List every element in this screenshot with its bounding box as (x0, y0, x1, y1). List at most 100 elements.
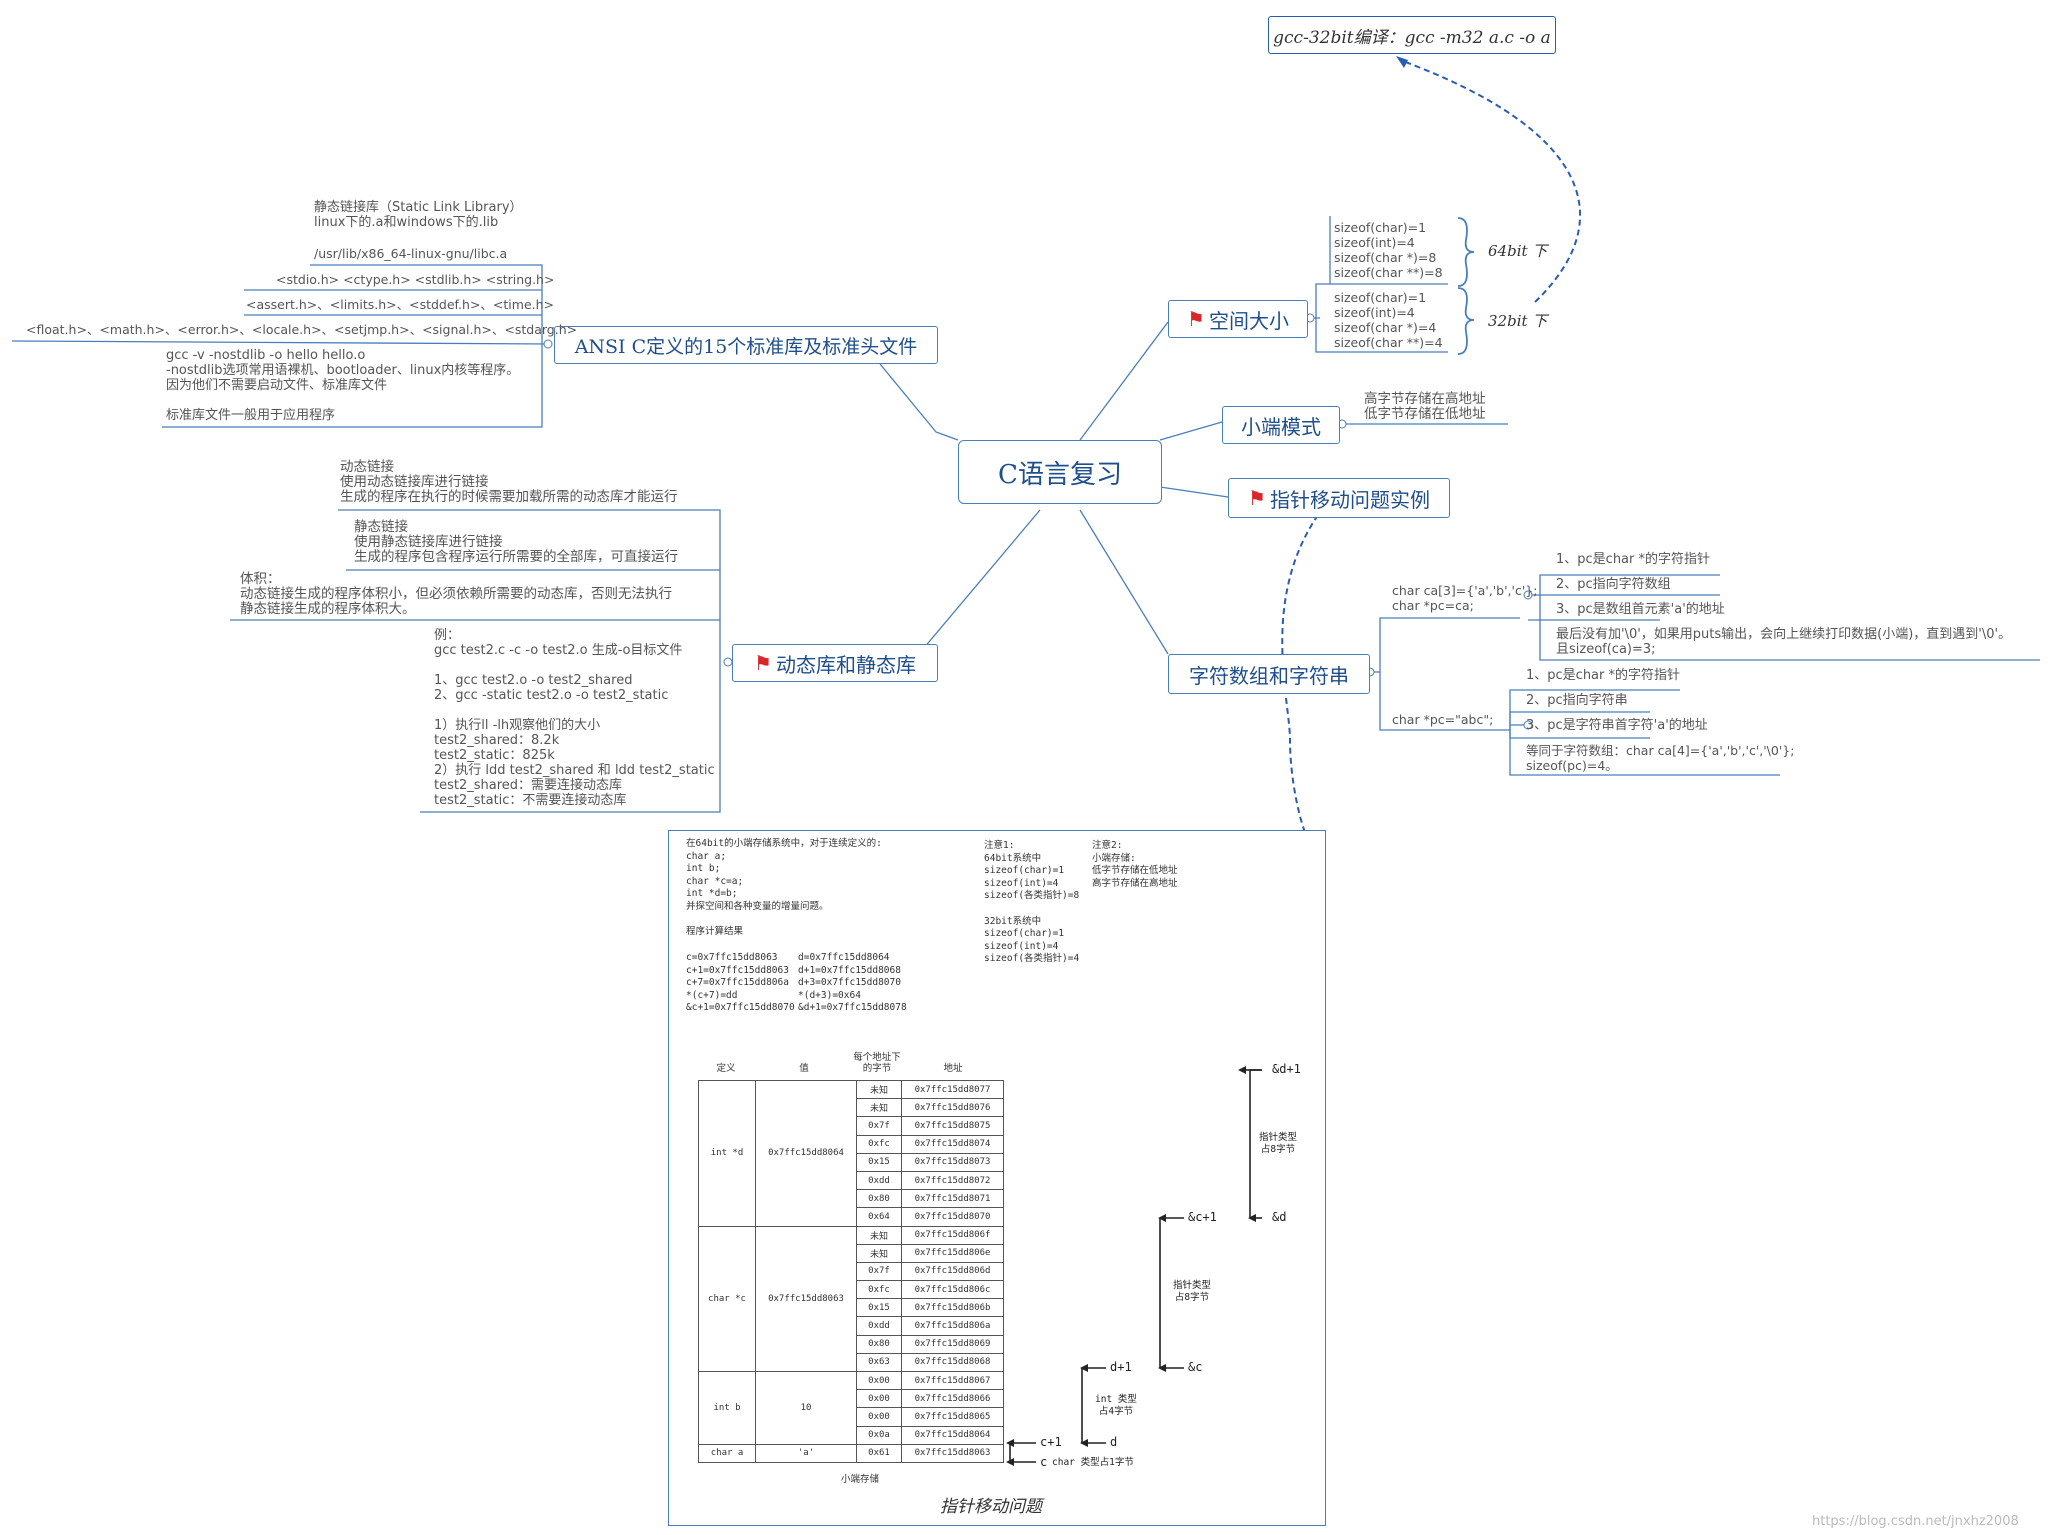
arrow-label-d-addr: &d (1272, 1210, 1287, 1224)
figure-title: 指针移动问题 (940, 1497, 1042, 1517)
cp-type-label: char 类型占1字节 (1052, 1457, 1134, 1468)
cell-address: 0x7ffc15dd806d (901, 1261, 1004, 1282)
arrow-label-cp1: c+1 (1040, 1435, 1062, 1449)
headers-line-3: <float.h>、<math.h>、<error.h>、<locale.h>、… (26, 322, 578, 337)
cell-value: 'a' (755, 1443, 857, 1463)
pc-note: 等同于字符数组：char ca[4]={'a','b','c','\0'};si… (1526, 743, 1795, 773)
example-text: 例：gcc test2.c -c -o test2.o 生成-o目标文件 1、g… (434, 628, 715, 808)
pc-declaration: char *pc="abc"; (1392, 712, 1494, 727)
label-32bit: 32bit 下 (1488, 312, 1548, 330)
dp-type-label: int 类型占4字节 (1095, 1394, 1137, 1417)
cell-value: 0x7ffc15dd8063 (755, 1225, 857, 1372)
topic-label: 空间大小 (1208, 308, 1289, 333)
flag-icon: ⚑ (1248, 486, 1266, 510)
topic-label: 小端模式 (1241, 414, 1321, 439)
headers-line-1: <stdio.h> <ctype.h> <stdlib.h> <string.h… (276, 272, 555, 287)
compile-note: gcc-32bit编译：gcc -m32 a.c -o a (1268, 16, 1556, 54)
static-lib-text: 静态链接库（Static Link Library）linux下的.a和wind… (314, 200, 523, 230)
cell-address: 0x7ffc15dd8067 (901, 1370, 1004, 1391)
cell-address: 0x7ffc15dd8063 (901, 1443, 1004, 1463)
cell-address: 0x7ffc15dd806a (901, 1316, 1004, 1336)
note-2: 注意2:小端存储:低字节存储在低地址高字节存储在高地址 (1092, 840, 1178, 889)
root-label: C语言复习 (998, 459, 1122, 490)
arrow-label-d-plus-1: &d+1 (1272, 1062, 1301, 1076)
cell-address: 0x7ffc15dd8074 (901, 1134, 1004, 1154)
pc-item-3: 3、pc是字符串首字符'a'的地址 (1526, 718, 1708, 733)
cell-value: 0x7ffc15dd8064 (755, 1080, 857, 1227)
arrow-label-c-plus-1: &c+1 (1188, 1210, 1217, 1224)
cell-byte: 未知 (856, 1098, 902, 1118)
topic-pointer-move[interactable]: ⚑指针移动问题实例 (1228, 478, 1450, 518)
cell-address: 0x7ffc15dd806f (901, 1225, 1004, 1245)
cell-address: 0x7ffc15dd8070 (901, 1207, 1004, 1227)
root-topic[interactable]: C语言复习 (958, 440, 1162, 504)
arrow-label-dp: d (1110, 1435, 1118, 1449)
topic-label: 动态库和静态库 (775, 652, 916, 677)
topic-dynamic-static[interactable]: ⚑动态库和静态库 (732, 644, 938, 682)
col-header-val: 值 (799, 1063, 809, 1074)
topic-little-endian[interactable]: 小端模式 (1222, 406, 1340, 444)
pc-item-2: 2、pc指向字符串 (1526, 693, 1628, 708)
static-link-text: 静态链接使用静态链接库进行链接生成的程序包含程序运行所需要的全部库，可直接运行 (354, 519, 678, 565)
ca-declaration: char ca[3]={'a','b','c'};char *pc=ca; (1392, 583, 1538, 613)
ca-item-1: 1、pc是char *的字符指针 (1556, 552, 1711, 567)
watermark: https://blog.csdn.net/jnxhz2008 (1812, 1514, 2019, 1529)
ca-note: 最后没有加'\0'，如果用puts输出，会向上继续打印数据(小端)，直到遇到'\… (1556, 627, 2012, 657)
dynamic-link-text: 动态链接使用动态链接库进行链接生成的程序在执行的时候需要加载所需的动态库才能运行 (340, 459, 678, 505)
topic-char-array[interactable]: 字符数组和字符串 (1168, 654, 1370, 694)
cell-byte: 0x00 (856, 1389, 902, 1409)
topic-label: 字符数组和字符串 (1189, 663, 1349, 688)
arrow-label-c-addr: &c (1188, 1360, 1203, 1374)
cell-address: 0x7ffc15dd8073 (901, 1152, 1004, 1172)
col-header-addr: 地址 (943, 1063, 963, 1074)
cell-address: 0x7ffc15dd8068 (901, 1352, 1004, 1373)
cell-definition: int *d (698, 1080, 756, 1227)
endian-text: 高字节存储在高地址低字节存储在低地址 (1364, 391, 1486, 422)
topic-label: ANSI C定义的15个标准库及标准头文件 (574, 335, 918, 358)
cell-address: 0x7ffc15dd806c (901, 1280, 1004, 1300)
cell-address: 0x7ffc15dd8065 (901, 1407, 1004, 1427)
ca-item-3: 3、pc是数组首元素'a'的地址 (1556, 602, 1725, 617)
col-header-bytes: 每个地址下的字节 (853, 1052, 901, 1074)
topic-ansi-c[interactable]: ANSI C定义的15个标准库及标准头文件 (554, 326, 938, 364)
cell-address: 0x7ffc15dd8069 (901, 1334, 1004, 1354)
cell-address: 0x7ffc15dd8075 (901, 1116, 1004, 1136)
cell-address: 0x7ffc15dd806e (901, 1243, 1004, 1263)
cell-byte: 0x0a (856, 1425, 902, 1445)
cell-address: 0x7ffc15dd806b (901, 1298, 1004, 1318)
cell-address: 0x7ffc15dd8077 (901, 1079, 1004, 1100)
arrow-label-dp1: d+1 (1110, 1360, 1132, 1374)
flag-icon: ⚑ (754, 651, 772, 675)
topic-label: 指针移动问题实例 (1269, 487, 1430, 512)
headers-line-2: <assert.h>、<limits.h>、<stddef.h>、<time.h… (246, 297, 555, 312)
d-type-label: 指针类型占8字节 (1258, 1132, 1297, 1155)
cell-definition: int b (698, 1371, 756, 1445)
pointer-intro: 在64bit的小端存储系统中，对于连续定义的:char a;int b;char… (686, 838, 882, 938)
arrow-label-cp: c (1040, 1455, 1048, 1469)
cell-definition: char *c (698, 1225, 756, 1372)
topic-space-size[interactable]: ⚑空间大小 (1168, 300, 1308, 338)
label-64bit: 64bit 下 (1488, 242, 1548, 260)
